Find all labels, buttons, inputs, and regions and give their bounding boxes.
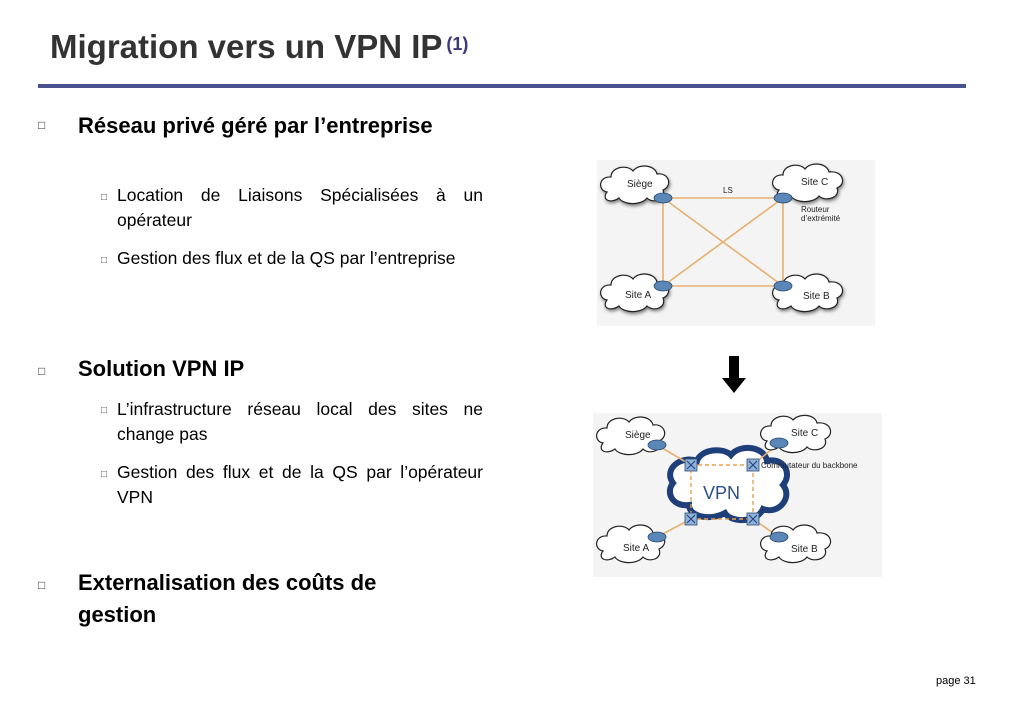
label-switch: Commutateur du backbone	[761, 461, 858, 470]
router-icon	[653, 192, 793, 292]
square-bullet-icon: □	[101, 192, 108, 203]
label-site-b: Site B	[791, 544, 818, 555]
square-bullet-icon: □	[101, 405, 108, 416]
label-site-a: Site A	[625, 290, 651, 301]
square-bullet-icon: □	[38, 578, 46, 592]
leased-line-diagram: Siège Site C Site A Site B LS Routeur d’…	[597, 160, 875, 326]
title-rule	[38, 84, 966, 88]
arrow-down-icon	[722, 356, 746, 393]
title-superscript: (1)	[446, 34, 469, 54]
square-bullet-icon: □	[101, 255, 108, 266]
slide-title: Migration vers un VPN IP(1)	[50, 28, 469, 65]
router-icon	[647, 437, 789, 543]
label-router-1: Routeur	[801, 205, 830, 214]
page-number: page 31	[936, 675, 976, 687]
sub-item-1-1: Location de Liaisons Spécialisées à un o…	[117, 185, 483, 230]
label-siege: Siège	[627, 179, 653, 190]
label-site-b: Site B	[803, 291, 830, 302]
vpn-diagram: VPN Siège Site C Site A Site B Comm	[593, 413, 882, 577]
bullet-heading-3: Externalisation des coûts de gestion	[78, 570, 377, 627]
cloud-siege	[600, 165, 670, 205]
bullet-heading-1: Réseau privé géré par l’entreprise	[78, 113, 433, 138]
sub-item-2-2: Gestion des flux et de la QS par l’opéra…	[117, 462, 483, 507]
sub-item-2-1: L’infrastructure réseau local des sites …	[117, 399, 483, 444]
label-siege: Siège	[625, 430, 651, 441]
label-site-a: Site A	[623, 543, 649, 554]
label-site-c: Site C	[791, 428, 818, 439]
square-bullet-icon: □	[101, 469, 108, 480]
square-bullet-icon: □	[38, 364, 46, 378]
label-router-2: d’extrémité	[801, 214, 841, 223]
label-site-c: Site C	[801, 177, 828, 188]
leased-links	[662, 197, 784, 287]
vpn-label: VPN	[703, 483, 740, 503]
sub-item-1-2: Gestion des flux et de la QS par l’entre…	[117, 248, 456, 268]
cloud-site-c	[772, 163, 844, 203]
bullet-heading-2: Solution VPN IP	[78, 356, 245, 381]
square-bullet-icon: □	[38, 118, 46, 132]
label-ls: LS	[723, 186, 733, 195]
